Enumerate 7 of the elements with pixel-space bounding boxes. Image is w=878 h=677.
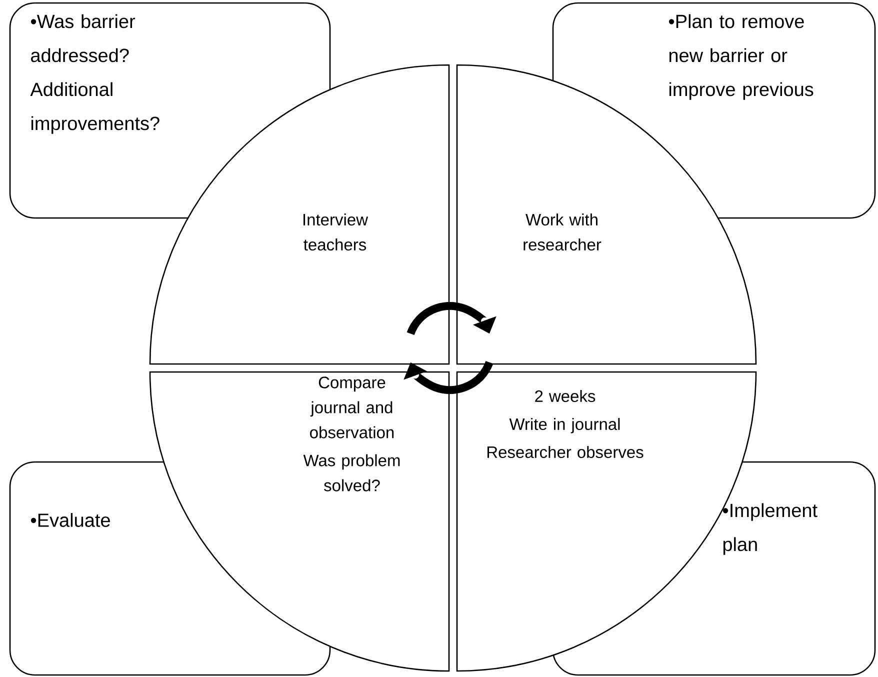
node-label: Researcher observes (487, 446, 644, 458)
cycle-arrow (406, 302, 496, 336)
node-label: Write in journal (509, 418, 620, 434)
quarter-circle-segment: Compare journal and observation Was problem solved? (149, 371, 450, 672)
node-label: Compare journal and observation (310, 376, 394, 438)
cycle-arrow (404, 360, 494, 394)
node-label: 2 weeks (535, 390, 596, 402)
